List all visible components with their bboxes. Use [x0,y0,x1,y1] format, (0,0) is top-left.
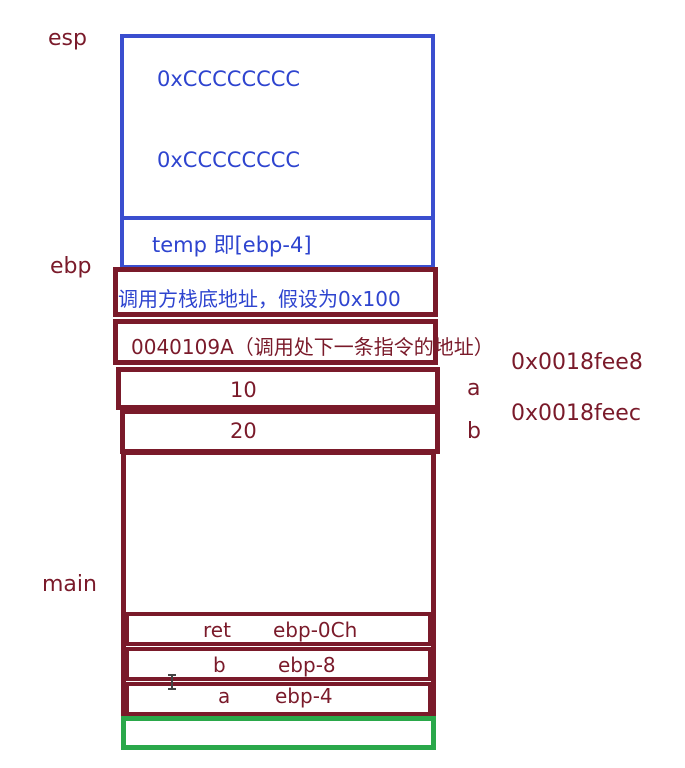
main-b-label: b [213,653,226,677]
stack-cell-bottom [121,716,436,750]
main-cell-ret [125,612,432,646]
main-ret-offset: ebp-0Ch [273,618,358,642]
main-ret-label: ret [203,618,231,642]
main-cell-a [125,682,432,716]
stack-cell-param-b [120,409,440,454]
main-a-label: a [218,684,231,708]
main-b-offset: ebp-8 [278,653,336,677]
main-a-offset: ebp-4 [275,684,333,708]
main-cell-b [125,647,432,681]
param-b-name: b [467,419,481,444]
param-a-value: 10 [230,378,257,402]
return-address-label: 0040109A（调用处下一条指令的地址） [131,335,494,359]
ebp-label: ebp [50,254,92,279]
main-label: main [42,572,97,597]
temp-label: temp 即[ebp-4] [152,233,312,257]
esp-label: esp [48,26,87,51]
local-cell-1: 0xCCCCCCCC [157,67,301,91]
stack-frame-local-vars [120,34,435,220]
local-cell-2: 0xCCCCCCCC [157,148,301,172]
stack-cell-param-a [116,367,440,410]
stack-cell-return-address [113,319,438,365]
stack-cell-saved-ebp [113,267,438,317]
param-a-name: a [467,376,481,401]
param-b-value: 20 [230,419,257,443]
address-b: 0x0018feec [511,401,641,426]
address-a: 0x0018fee8 [511,350,643,375]
text-cursor-icon [168,674,176,690]
saved-ebp-label: 调用方栈底地址，假设为0x100 [118,287,401,311]
